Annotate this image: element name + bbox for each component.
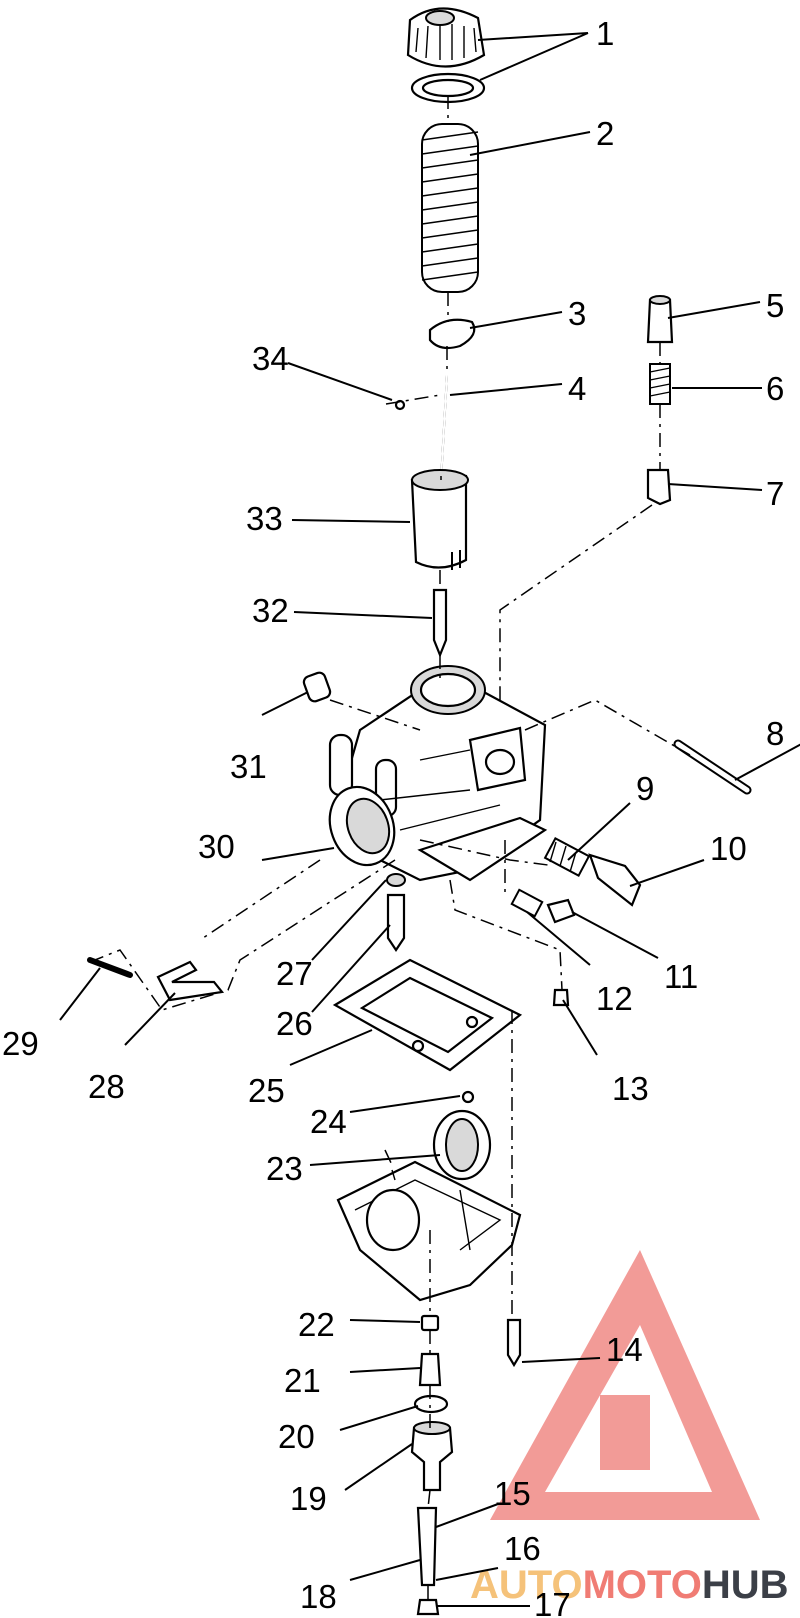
part-needle-valve-ball [461,1090,475,1104]
callout-16: 16 [504,1530,541,1567]
watermark-moto: MOTO [583,1563,702,1607]
part-drain-screw-small [552,988,570,1007]
part-intake-ring [328,785,396,867]
part-float-bowl [336,1160,522,1302]
callout-4: 4 [568,370,586,407]
part-pilot-jet [386,893,406,952]
callout-8: 8 [766,715,784,752]
callout-1: 1 [596,15,614,52]
callout-25: 25 [248,1072,285,1109]
callout-32: 32 [252,592,289,629]
callout-34: 34 [252,340,289,377]
part-tube-plug [416,1598,440,1616]
callout-6: 6 [766,370,784,407]
part-plug-cap [302,671,332,703]
callout-30: 30 [198,828,235,865]
part-throttle-slide [410,469,469,570]
watermark-hub: HUB [702,1563,789,1607]
automotohub-logo [490,1250,760,1520]
part-jet-needle [440,374,448,481]
part-idle-screw [546,898,576,924]
part-cap [406,7,486,68]
callout-23: 23 [266,1150,303,1187]
callout-17: 17 [534,1586,571,1618]
callout-14: 14 [606,1331,643,1368]
callout-27: 27 [276,955,313,992]
callout-11: 11 [664,958,698,995]
callout-5: 5 [766,287,784,324]
part-needle-jet [432,588,448,658]
callout-24: 24 [310,1103,347,1140]
part-idle-spring [510,888,544,918]
part-air-screw-spring [543,837,591,877]
part-pilot-washer [646,468,672,506]
callout-18: 18 [300,1578,337,1615]
assembly-dashed-lines [94,95,691,1600]
callout-20: 20 [278,1418,315,1455]
part-pilot-screw [646,295,674,344]
callout-21: 21 [284,1362,321,1399]
callout-numbers: 1 2 3 4 5 6 7 8 9 10 11 12 13 14 15 16 1… [2,15,784,1618]
part-o-ring [413,1394,449,1414]
callout-9: 9 [636,770,654,807]
part-drain-plug [410,1421,454,1492]
callout-26: 26 [276,1005,313,1042]
callout-13: 13 [612,1070,649,1107]
part-float [432,1109,492,1181]
part-float-pin [87,957,133,978]
part-main-jet-nut [420,1314,440,1332]
part-throttle-stop-screw [588,853,642,907]
part-spring [421,123,479,293]
part-needle-retainer [428,318,476,350]
part-float-bowl-gasket [332,958,523,1072]
callout-22: 22 [298,1306,335,1343]
callout-28: 28 [88,1068,125,1105]
callout-2: 2 [596,115,614,152]
part-bowl-screw [506,1318,522,1368]
part-overflow-tube [416,1506,438,1587]
callout-3: 3 [568,295,586,332]
callout-19: 19 [290,1480,327,1517]
callout-10: 10 [710,830,747,867]
callout-12: 12 [596,980,633,1017]
part-pilot-spring [649,363,671,405]
callout-31: 31 [230,748,267,785]
callout-33: 33 [246,500,283,537]
part-cap-washer [410,72,486,104]
part-e-clip [394,399,406,411]
callout-29: 29 [2,1025,39,1062]
part-pilot-jet-washer [386,873,406,887]
part-main-jet [418,1352,442,1387]
svg-text:AUTOMOTOHUB: AUTOMOTOHUB [470,1563,789,1607]
part-float-bracket [156,960,225,1002]
callout-7: 7 [766,475,784,512]
callout-leader-lines [59,32,800,1607]
callout-15: 15 [494,1475,531,1512]
